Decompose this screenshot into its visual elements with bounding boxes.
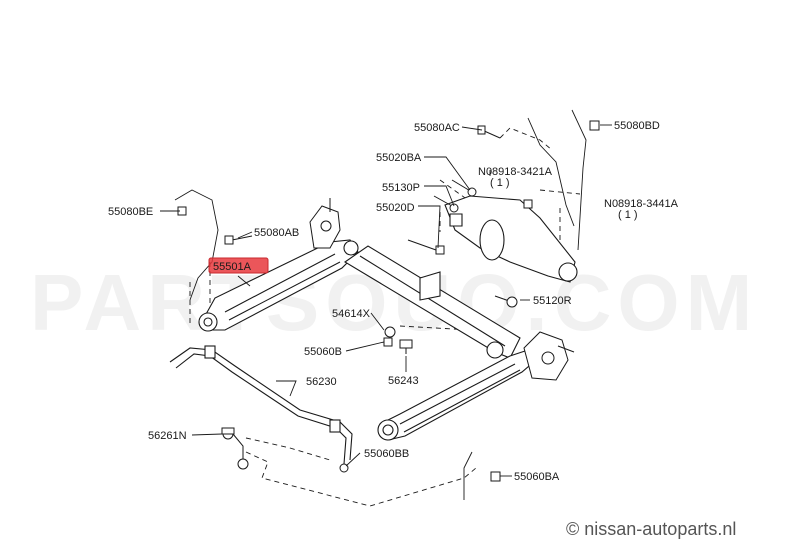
label-55130P[interactable]: 55130P — [382, 182, 420, 194]
label-55501A[interactable]: 55501A — [213, 261, 252, 273]
label-55080BE[interactable]: 55080BE — [108, 206, 153, 218]
label-56230[interactable]: 56230 — [306, 376, 337, 388]
label-55120R[interactable]: 55120R — [533, 295, 572, 307]
label-55060B[interactable]: 55060B — [304, 346, 342, 358]
label-leaders — [160, 124, 612, 477]
knuckle-right — [523, 331, 575, 381]
highlight-55501A-box[interactable] — [208, 257, 269, 274]
stabilizer-connecting-rod — [221, 427, 249, 470]
label-54614X[interactable]: 54614X — [332, 308, 371, 320]
label-55020D[interactable]: 55020D — [376, 202, 415, 214]
rear-crossmember — [343, 245, 521, 359]
label-55080AB[interactable]: 55080AB — [254, 227, 299, 239]
differential-mount — [444, 195, 578, 283]
label-56261N[interactable]: 56261N — [148, 430, 187, 442]
label-55060BA[interactable]: 55060BA — [514, 471, 560, 483]
label-55020BA[interactable]: 55020BA — [376, 152, 422, 164]
body-panels — [174, 109, 587, 500]
label-56243[interactable]: 56243 — [388, 375, 419, 387]
label-08918-3421A[interactable]: N08918-3421A — [478, 166, 553, 178]
copyright-text: © nissan-autoparts.nl — [566, 519, 736, 539]
label-55080BD[interactable]: 55080BD — [614, 120, 660, 132]
label-55060BB[interactable]: 55060BB — [364, 448, 409, 460]
lower-link-arm-right — [377, 349, 537, 441]
lower-link-arm-left[interactable] — [198, 239, 359, 332]
qty-08918-3421A: ( 1 ) — [490, 177, 510, 189]
qty-08918-3441A: ( 1 ) — [618, 209, 638, 221]
knuckle-left — [309, 198, 341, 249]
label-08918-3441A[interactable]: N08918-3441A — [604, 198, 679, 210]
label-55080AC[interactable]: 55080AC — [414, 122, 460, 134]
stabilizer-bar — [169, 345, 353, 465]
